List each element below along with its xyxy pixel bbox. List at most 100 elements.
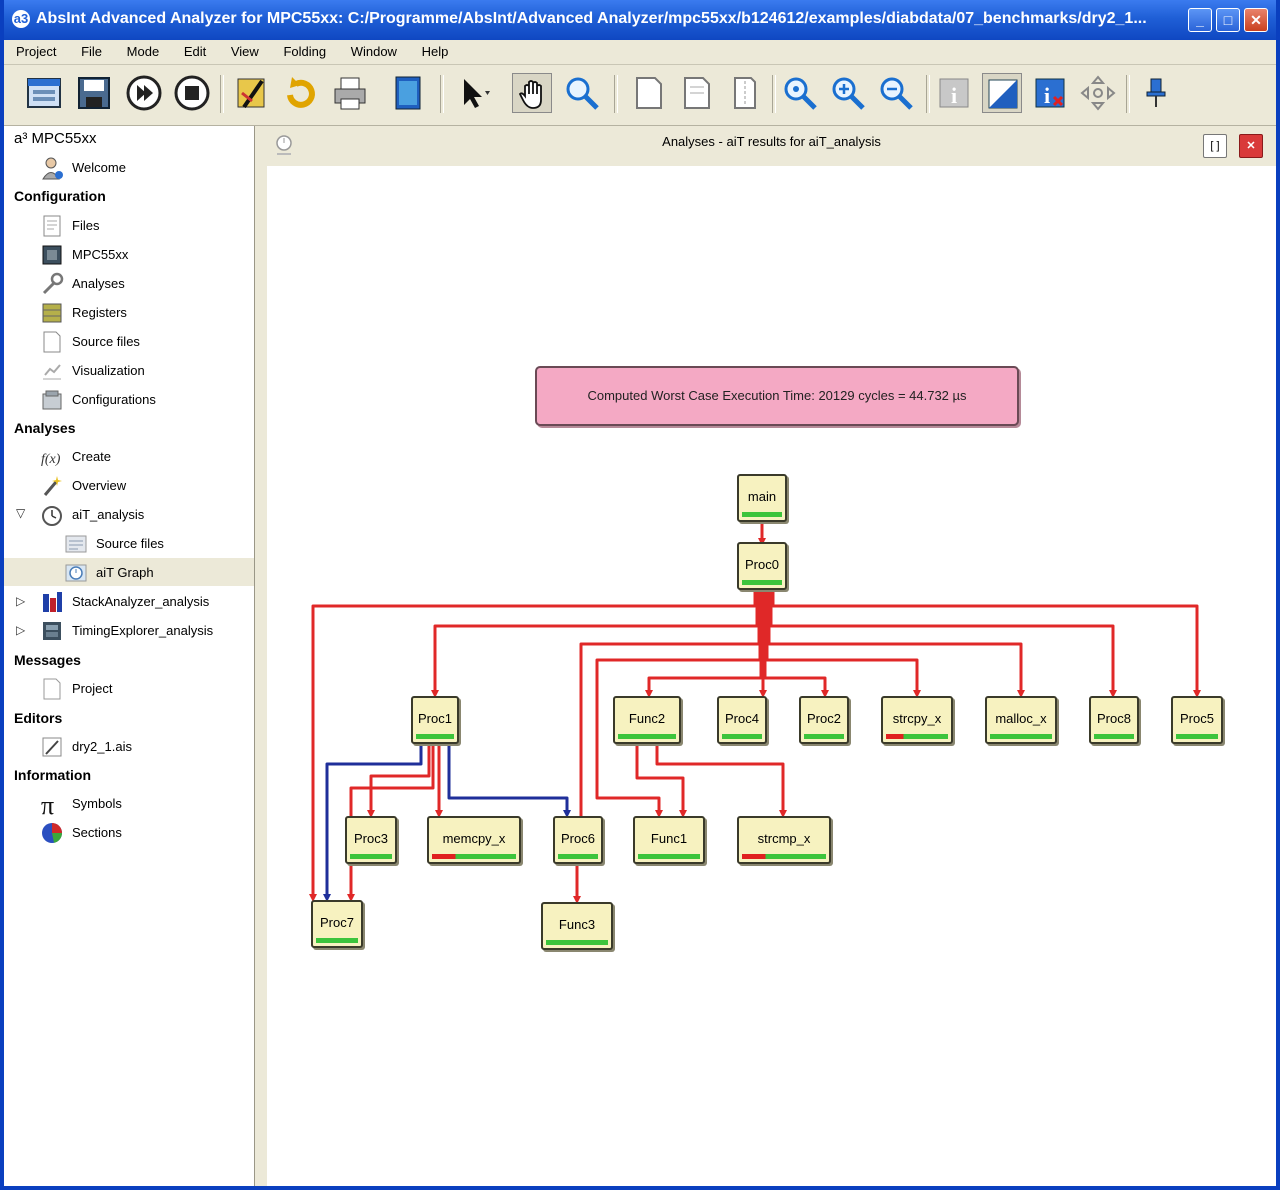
pie-chart-icon bbox=[42, 823, 62, 843]
svg-text:f(x): f(x) bbox=[41, 452, 61, 467]
user-icon bbox=[42, 157, 63, 180]
menu-folding[interactable]: Folding bbox=[283, 44, 327, 59]
pi-icon: π bbox=[41, 792, 54, 816]
print-icon[interactable] bbox=[330, 73, 370, 113]
title-bar[interactable]: a3 AbsInt Advanced Analyzer for MPC55xx:… bbox=[4, 0, 1276, 40]
edit-icon[interactable] bbox=[232, 73, 272, 113]
graph-node-func2[interactable]: Func2 bbox=[613, 696, 681, 744]
sidebar-tree: a³ MPC55xx Welcome Configuration Files M… bbox=[4, 126, 255, 1186]
graph-node-memcpy[interactable]: memcpy_x bbox=[427, 816, 521, 864]
call-graph-edges bbox=[309, 522, 1201, 904]
stopwatch-icon bbox=[42, 506, 62, 526]
edge-proc0-proc7 bbox=[309, 592, 757, 902]
graph-node-malloc[interactable]: malloc_x bbox=[985, 696, 1057, 744]
section-editors: Editors bbox=[14, 710, 63, 726]
graph-node-proc6[interactable]: Proc6 bbox=[553, 816, 603, 864]
new-window-icon[interactable] bbox=[24, 73, 64, 113]
menu-file[interactable]: File bbox=[81, 44, 103, 59]
files-icon bbox=[43, 215, 61, 237]
edge-func2-strcmp bbox=[655, 746, 787, 818]
graph-node-proc4[interactable]: Proc4 bbox=[717, 696, 767, 744]
section-analyses: Analyses bbox=[14, 420, 76, 436]
hand-icon[interactable] bbox=[512, 73, 552, 113]
graph-node-func1[interactable]: Func1 bbox=[633, 816, 705, 864]
edge-proc0-malloc bbox=[767, 592, 1025, 698]
menu-window[interactable]: Window bbox=[350, 44, 397, 59]
graph-node-func3[interactable]: Func3 bbox=[541, 902, 613, 950]
minimize-button[interactable]: _ bbox=[1188, 8, 1212, 32]
edge-proc0-proc2 bbox=[763, 592, 829, 698]
svg-text:i: i bbox=[1044, 83, 1050, 108]
selected-row-highlight bbox=[4, 558, 254, 586]
magnifier-icon[interactable] bbox=[562, 73, 602, 113]
toolbar: i i bbox=[4, 65, 1276, 126]
window-title: AbsInt Advanced Analyzer for MPC55xx: C:… bbox=[36, 10, 1147, 27]
menu-edit[interactable]: Edit bbox=[183, 44, 207, 59]
configurations-icon bbox=[42, 390, 62, 410]
panel-left-strip bbox=[255, 126, 267, 1186]
graph-node-proc7[interactable]: Proc7 bbox=[311, 900, 363, 948]
source-file-icon bbox=[43, 331, 61, 353]
app-logo-icon: a3 bbox=[12, 10, 30, 28]
edge-proc0-proc8 bbox=[769, 592, 1117, 698]
stopwatch-icon bbox=[276, 135, 292, 155]
menu-view[interactable]: View bbox=[230, 44, 259, 59]
contrast-icon[interactable] bbox=[982, 73, 1022, 113]
menu-project[interactable]: Project bbox=[16, 44, 57, 59]
call-graph[interactable]: Computed Worst Case Execution Time: 2012… bbox=[267, 166, 1276, 1186]
edge-proc1-proc3 bbox=[367, 746, 431, 818]
graph-node-proc5[interactable]: Proc5 bbox=[1171, 696, 1223, 744]
wrench-icon bbox=[42, 272, 64, 295]
book-icon[interactable] bbox=[388, 73, 428, 113]
edge-proc1-proc6-blue bbox=[447, 746, 571, 818]
close-button[interactable]: ✕ bbox=[1244, 8, 1268, 32]
save-icon[interactable] bbox=[74, 73, 114, 113]
graph-node-strcpy[interactable]: strcpy_x bbox=[881, 696, 953, 744]
edge-proc0-proc5 bbox=[771, 592, 1201, 698]
chip-icon bbox=[42, 245, 62, 265]
timing-explorer-icon bbox=[43, 622, 61, 640]
content-panel: Analyses - aiT results for aiT_analysis … bbox=[255, 126, 1276, 1186]
expander-closed-icon[interactable]: ▷ bbox=[16, 594, 26, 608]
stop-icon[interactable] bbox=[172, 73, 212, 113]
reload-icon[interactable] bbox=[280, 73, 320, 113]
graph-node-proc1[interactable]: Proc1 bbox=[411, 696, 459, 744]
page-copy-icon[interactable] bbox=[676, 73, 716, 113]
zoom-out-icon[interactable] bbox=[876, 73, 916, 113]
editor-file-icon bbox=[42, 737, 62, 757]
message-page-icon bbox=[43, 678, 61, 700]
graph-node-strcmp[interactable]: strcmp_x bbox=[737, 816, 831, 864]
panel-title: Analyses - aiT results for aiT_analysis bbox=[662, 134, 881, 149]
pointer-icon[interactable] bbox=[452, 73, 492, 113]
menu-bar: Project File Mode Edit View Folding Wind… bbox=[4, 40, 1276, 65]
section-information: Information bbox=[14, 767, 91, 783]
panel-restore-button[interactable]: [ ] bbox=[1203, 134, 1227, 158]
graph-node-proc0[interactable]: Proc0 bbox=[737, 542, 787, 590]
graph-node-proc8[interactable]: Proc8 bbox=[1089, 696, 1139, 744]
panel-close-button[interactable]: ✕ bbox=[1239, 134, 1263, 158]
maximize-button[interactable]: □ bbox=[1216, 8, 1240, 32]
pin-icon[interactable] bbox=[1136, 73, 1176, 113]
info-remove-icon[interactable]: i bbox=[1030, 73, 1070, 113]
navigate-icon[interactable] bbox=[1078, 73, 1118, 113]
graph-node-proc2[interactable]: Proc2 bbox=[799, 696, 849, 744]
graph-node-main[interactable]: main bbox=[737, 474, 787, 522]
zoom-fit-icon[interactable] bbox=[780, 73, 820, 113]
stack-bars-icon bbox=[43, 592, 62, 612]
project-root[interactable]: a³ MPC55xx bbox=[14, 130, 97, 147]
menu-mode[interactable]: Mode bbox=[126, 44, 160, 59]
expander-closed-icon[interactable]: ▷ bbox=[16, 623, 26, 637]
run-icon[interactable] bbox=[124, 73, 164, 113]
page-icon[interactable] bbox=[628, 73, 668, 113]
menu-help[interactable]: Help bbox=[421, 44, 449, 59]
zoom-in-icon[interactable] bbox=[828, 73, 868, 113]
expander-open-icon[interactable]: ▽ bbox=[16, 506, 26, 520]
info-icon[interactable]: i bbox=[934, 73, 974, 113]
edge-func2-func1 bbox=[635, 746, 687, 818]
page-split-icon[interactable] bbox=[724, 73, 764, 113]
edge-proc1-proc7-blue bbox=[323, 746, 423, 902]
section-messages: Messages bbox=[14, 652, 81, 668]
edge-proc0-strcpy bbox=[765, 592, 921, 698]
graph-node-proc3[interactable]: Proc3 bbox=[345, 816, 397, 864]
